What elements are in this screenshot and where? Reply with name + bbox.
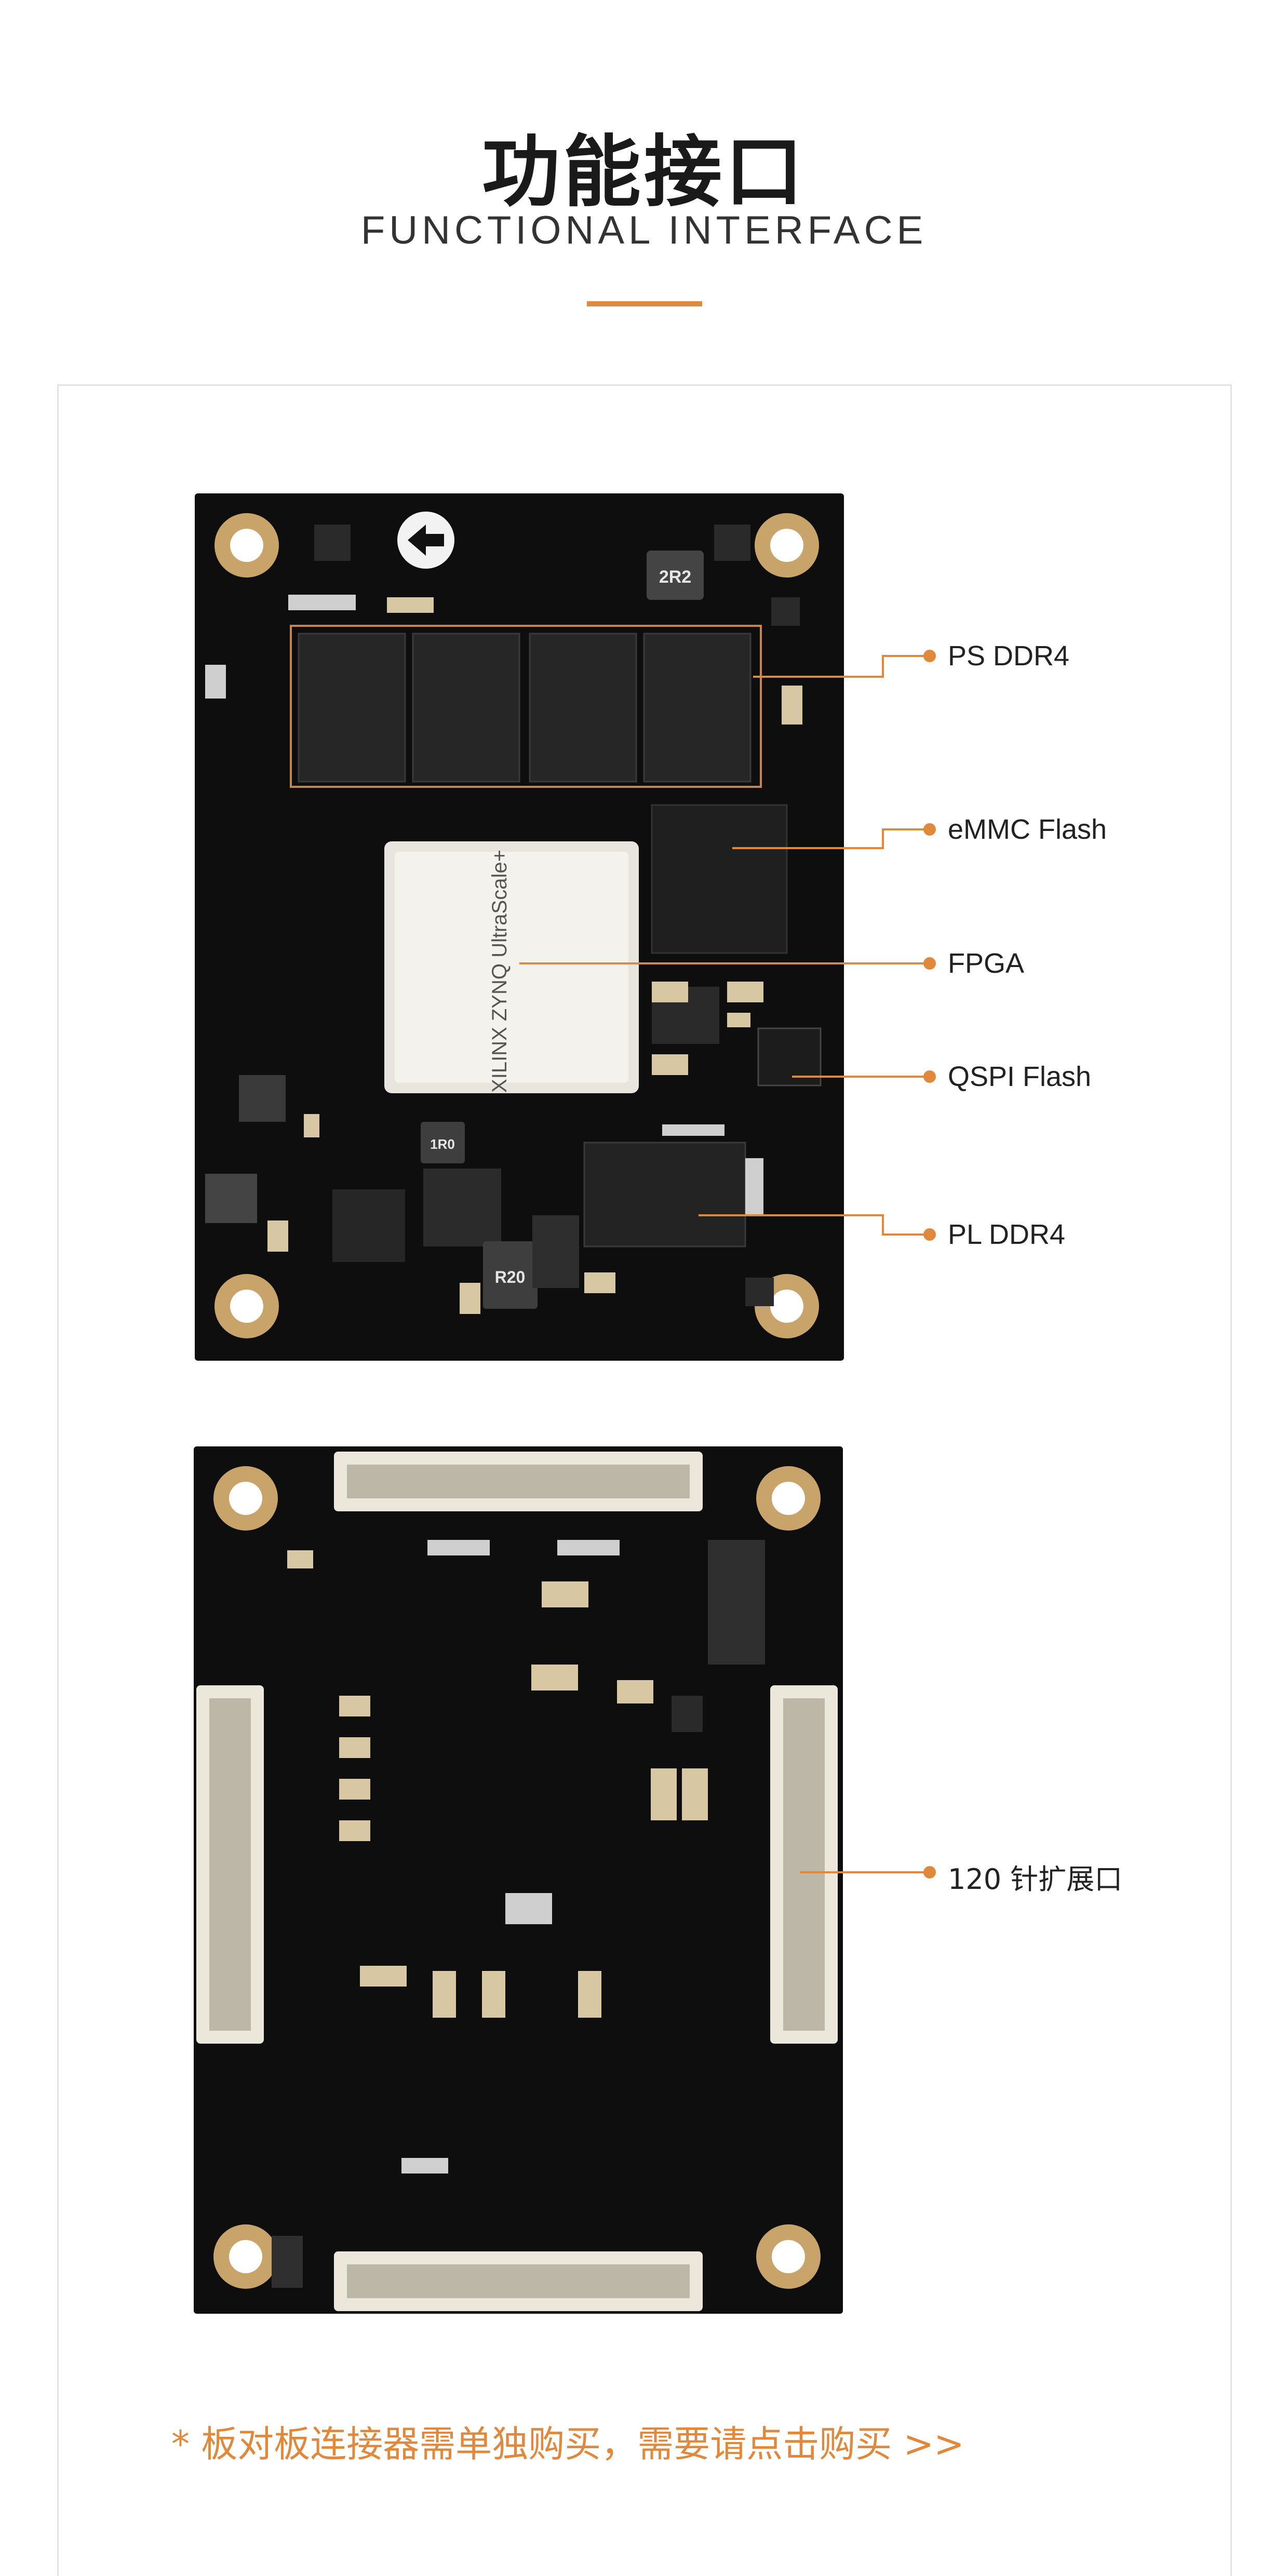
- connector-top: [334, 1452, 703, 1511]
- page-title: 功能接口: [481, 127, 806, 218]
- ic-small: [672, 1696, 703, 1732]
- capacitor: [460, 1283, 480, 1314]
- inductor-2r2: [647, 551, 704, 600]
- mounting-hole-tl: [214, 513, 279, 578]
- capacitor: [304, 1114, 319, 1137]
- inductor-1r0: [421, 1122, 465, 1163]
- capacitor: [387, 597, 434, 613]
- ic-small: [771, 597, 800, 626]
- ps-ddr4-chip: [298, 633, 406, 783]
- fpga-marking: XILINX ZYNQ UltraScale+: [488, 850, 511, 1093]
- capacitor: [727, 982, 763, 1002]
- resistor-array: [662, 1124, 725, 1136]
- board-top-image: 2R2 XILINX ZYNQ UltraScale+ R20 1R0: [195, 493, 844, 1361]
- capacitor: [339, 1820, 370, 1841]
- board-top-svg: 2R2 XILINX ZYNQ UltraScale+ R20 1R0: [195, 493, 844, 1361]
- capacitor: [652, 982, 688, 1002]
- resistor-array: [745, 1158, 763, 1215]
- resistor-array: [505, 1893, 552, 1924]
- ps-ddr4-chip: [529, 633, 637, 783]
- resistor-array: [708, 1540, 765, 1665]
- board-bottom-image: [194, 1446, 843, 2314]
- capacitor: [727, 1013, 750, 1027]
- fpga-chip: XILINX ZYNQ UltraScale+: [384, 841, 639, 1093]
- capacitor: [584, 1272, 615, 1293]
- mounting-hole-tr: [755, 513, 819, 578]
- qspi-chip: [757, 1027, 822, 1086]
- capacitor: [339, 1737, 370, 1758]
- capacitor: [339, 1696, 370, 1716]
- resistor-array: [427, 1540, 490, 1555]
- capacitor: [542, 1581, 588, 1607]
- mosfet: [532, 1215, 579, 1288]
- capacitor: [578, 1971, 601, 2018]
- mounting-hole-bl: [213, 2224, 278, 2289]
- capacitor: [339, 1779, 370, 1800]
- capacitor: [360, 1966, 407, 1987]
- controller-chip: [332, 1189, 405, 1262]
- pmic-chip: [423, 1169, 501, 1246]
- inductor-2r2-label: 2R2: [659, 567, 691, 587]
- ic-small: [314, 525, 351, 561]
- emmc-chip: [651, 804, 788, 954]
- inductor-1r0-label: 1R0: [430, 1136, 455, 1152]
- title-accent-bar: [587, 301, 702, 306]
- resistor-array: [288, 595, 356, 610]
- mounting-hole-tr: [756, 1466, 821, 1531]
- resistor-array: [272, 2236, 303, 2288]
- callout-label-emmc: eMMC Flash: [948, 814, 1107, 845]
- capacitor: [782, 686, 802, 725]
- capacitor: [617, 1680, 653, 1703]
- capacitor: [682, 1768, 708, 1820]
- inductor-small: [205, 1174, 257, 1223]
- capacitor: [433, 1971, 456, 2018]
- callout-label-qspi: QSPI Flash: [948, 1061, 1092, 1092]
- board-bottom-svg: [194, 1446, 843, 2314]
- resistor-array: [557, 1540, 620, 1555]
- resistor-array: [401, 2158, 448, 2174]
- capacitor: [531, 1665, 578, 1691]
- ic-small: [745, 1278, 774, 1306]
- inductor-r20-label: R20: [495, 1268, 526, 1286]
- capacitor: [652, 1054, 688, 1075]
- capacitor: [267, 1220, 288, 1252]
- purchase-connector-link[interactable]: * 板对板连接器需单独购买，需要请点击购买 >>: [171, 2423, 964, 2465]
- ps-ddr4-chip: [643, 633, 752, 783]
- pcb-bottom: [194, 1446, 843, 2314]
- mounting-hole-tl: [213, 1466, 278, 1531]
- capacitor: [651, 1768, 677, 1820]
- pl-ddr4-chip: [583, 1142, 746, 1247]
- mounting-hole-br: [756, 2224, 821, 2289]
- capacitor: [482, 1971, 505, 2018]
- inductor-small: [239, 1075, 286, 1122]
- callout-label-ps-ddr4: PS DDR4: [948, 640, 1070, 672]
- callout-label-expansion: 120 针扩展口: [948, 1863, 1123, 1896]
- connector-right: [770, 1685, 838, 2044]
- callout-label-pl-ddr4: PL DDR4: [948, 1219, 1066, 1250]
- ps-ddr4-outline: [290, 625, 762, 788]
- mounting-hole-bl: [214, 1274, 279, 1338]
- capacitor: [287, 1550, 313, 1568]
- ps-ddr4-chip: [412, 633, 520, 783]
- connector-left: [196, 1685, 264, 2044]
- connector-bottom: [334, 2251, 703, 2311]
- page-subtitle: FUNCTIONAL INTERFACE: [360, 208, 928, 252]
- orientation-arrow-icon: [397, 512, 454, 569]
- ic-small: [714, 525, 750, 561]
- capacitor: [205, 665, 226, 699]
- inductor-r20: [483, 1241, 538, 1309]
- callout-label-fpga: FPGA: [948, 948, 1025, 979]
